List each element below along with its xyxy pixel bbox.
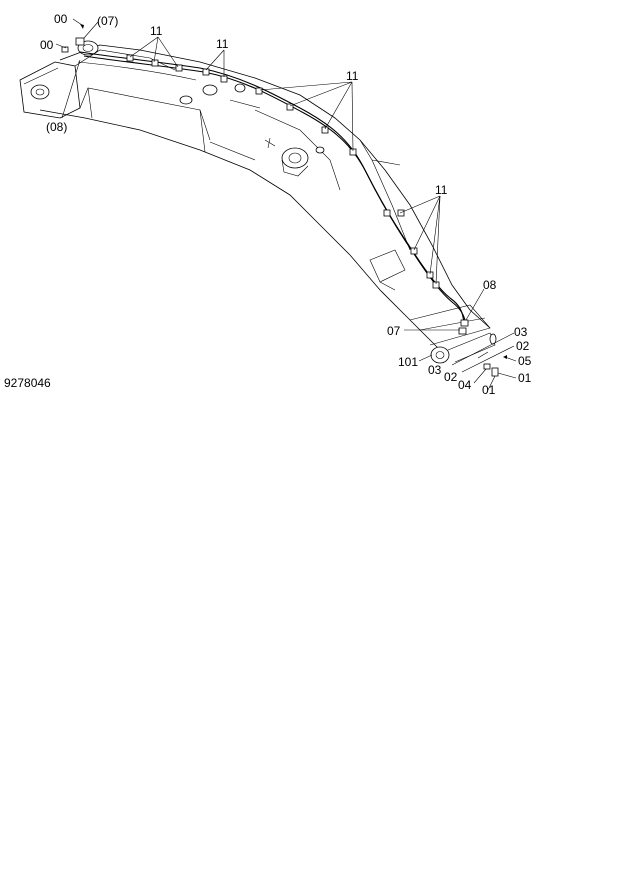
- callout-08: 08: [483, 278, 497, 292]
- callout-11-d: 11: [435, 183, 448, 197]
- callout-labels: 00 (07) 00 (08) 11 11 11 11 08 07 101 03…: [40, 12, 532, 397]
- leader-lines: [55, 18, 517, 391]
- callout-00-top: 00: [54, 12, 68, 26]
- callout-07-paren: (07): [97, 14, 118, 28]
- callout-08-paren: (08): [46, 120, 67, 134]
- callout-02-left: 02: [444, 370, 458, 384]
- callout-07: 07: [387, 324, 401, 338]
- callout-00-mid: 00: [40, 38, 54, 52]
- mounting-bosses: [77, 40, 246, 105]
- callout-04: 04: [458, 378, 472, 392]
- callout-01-right: 01: [518, 371, 532, 385]
- callout-11-c: 11: [346, 69, 359, 83]
- callout-03-right: 03: [514, 325, 528, 339]
- callout-02-right: 02: [516, 339, 530, 353]
- hose-assembly: [77, 51, 467, 327]
- figure-number: 9278046: [4, 376, 51, 390]
- callout-03-left: 03: [428, 363, 442, 377]
- cylinder-boss: [264, 137, 325, 177]
- callout-11-b: 11: [216, 37, 229, 51]
- callout-11-a: 11: [150, 24, 163, 38]
- boom-body: [19, 44, 497, 364]
- tip-fittings: [61, 24, 507, 377]
- callout-01-left: 01: [482, 383, 496, 397]
- callout-05: 05: [518, 354, 532, 368]
- callout-101: 101: [398, 355, 418, 369]
- clamps: [126, 54, 440, 289]
